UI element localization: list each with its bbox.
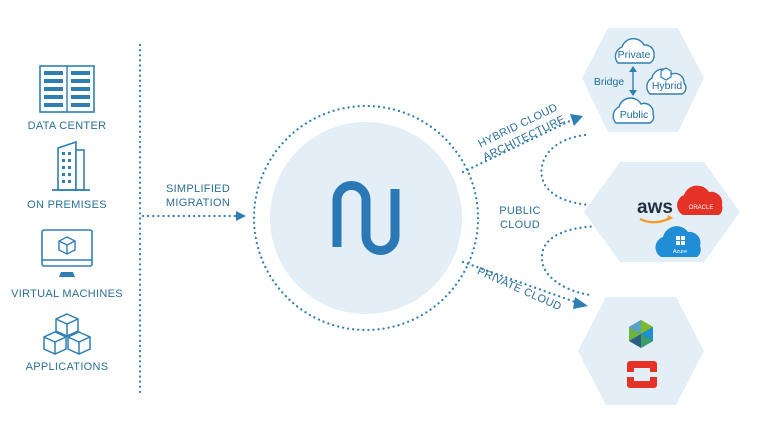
private-cloud-hexagon	[578, 297, 704, 405]
private-cloud-icon	[614, 38, 655, 64]
source-label-applications: APPLICATIONS	[26, 361, 109, 373]
aws-arrow-icon	[667, 215, 673, 221]
migration-arrowhead	[236, 211, 246, 221]
migration-label-line1: SIMPLIFIED	[166, 183, 230, 195]
server-rack-icon	[39, 65, 95, 113]
hybrid-bridge-label: Bridge	[594, 76, 625, 88]
oracle-logo-text: ORACLE	[689, 205, 714, 211]
monitor-cube-icon	[41, 229, 93, 277]
hybrid-route-line	[461, 118, 574, 174]
cubes-icon	[43, 313, 91, 355]
oracle-cloud-icon	[677, 185, 723, 215]
hybrid-to-public-connector	[540, 133, 606, 208]
private-route-label: PRIVATE CLOUD	[475, 265, 563, 313]
hybrid-route-arrowhead	[570, 114, 583, 126]
hub-outer-ring	[252, 104, 480, 332]
bridge-arrow-icon	[629, 66, 637, 96]
public-to-private-connector	[540, 224, 608, 297]
aws-logo-text: aws	[637, 197, 673, 218]
azure-cloud-icon	[655, 226, 701, 257]
vmware-logo-icon	[629, 320, 653, 348]
building-icon	[52, 140, 90, 191]
private-route-line	[461, 260, 580, 305]
hybrid-route-label: HYBRID CLOUD ARCHITECTURE	[476, 102, 567, 164]
public-cloud-icon	[612, 97, 655, 124]
private-label: PRIVATE CLOUD	[475, 265, 563, 313]
source-label-data-center: DATA CENTER	[28, 120, 107, 132]
private-route-arrowhead	[573, 297, 588, 309]
source-label-on-premises: ON PREMISES	[27, 199, 107, 211]
hybrid-private-label: Private	[618, 49, 651, 61]
hybrid-hybrid-label: Hybrid	[652, 80, 683, 92]
migration-label-line2: MIGRATION	[166, 197, 230, 209]
source-label-virtual-machines: VIRTUAL MACHINES	[11, 288, 123, 300]
hub-logo-icon	[332, 181, 400, 255]
azure-logo-text: Azure	[673, 249, 687, 255]
openstack-logo-icon	[627, 361, 657, 388]
public-label-line1: PUBLIC	[499, 205, 541, 217]
hybrid-cloud-hexagon	[582, 28, 704, 132]
hybrid-public-label: Public	[620, 109, 649, 121]
hybrid-cloud-icon	[646, 67, 687, 95]
public-label-line2: CLOUD	[500, 219, 540, 231]
